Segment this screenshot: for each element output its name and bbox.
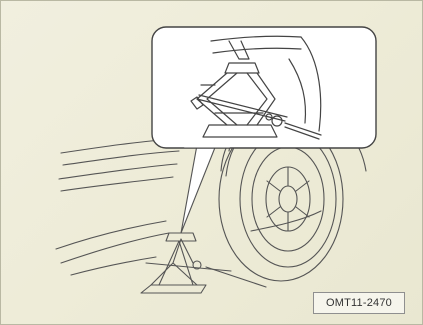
scissor-jack-small — [141, 233, 266, 293]
callout-bubble — [152, 27, 376, 148]
figure-code-label: OMT11-2470 — [313, 292, 405, 314]
callout-pointer — [181, 145, 216, 233]
